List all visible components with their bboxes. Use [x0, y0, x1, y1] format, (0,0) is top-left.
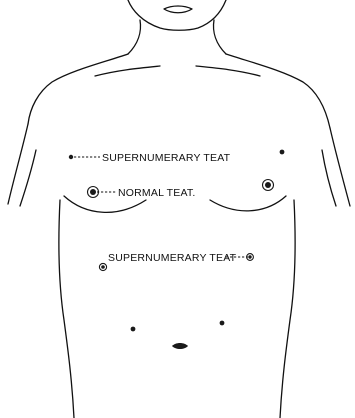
left-clavicle	[95, 66, 160, 76]
left-armpit	[20, 150, 36, 206]
neck-right	[214, 20, 227, 54]
right-clavicle	[196, 66, 260, 76]
right-normal-teat-marker	[265, 182, 271, 188]
lower-left-supernumerary-teat-marker	[101, 265, 105, 269]
left-normal-teat-marker	[90, 189, 96, 195]
chin-outline	[128, 0, 226, 30]
abdominal-teat-left-marker	[131, 327, 136, 332]
left-flank	[59, 200, 74, 418]
right-pectoral	[210, 196, 286, 211]
upper-left-supernumerary-teat-marker	[69, 155, 73, 159]
label-upper-supernumerary-teat: SUPERNUMERARY TEAT	[102, 152, 231, 164]
lower-right-supernumerary-teat-marker	[248, 255, 251, 258]
right-armpit	[322, 150, 336, 206]
left-shoulder	[28, 54, 128, 124]
abdominal-teat-right-marker	[220, 321, 225, 326]
right-arm	[330, 128, 350, 206]
label-lower-supernumerary-teat: SUPERNUMERARY TEAT	[108, 252, 237, 264]
label-normal-teat: NORMAL TEAT.	[118, 187, 195, 199]
mouth	[164, 6, 192, 13]
upper-right-supernumerary-teat-marker	[280, 150, 285, 155]
right-shoulder	[226, 54, 330, 128]
right-flank	[280, 200, 295, 418]
navel	[172, 343, 188, 349]
neck-left	[128, 20, 141, 54]
